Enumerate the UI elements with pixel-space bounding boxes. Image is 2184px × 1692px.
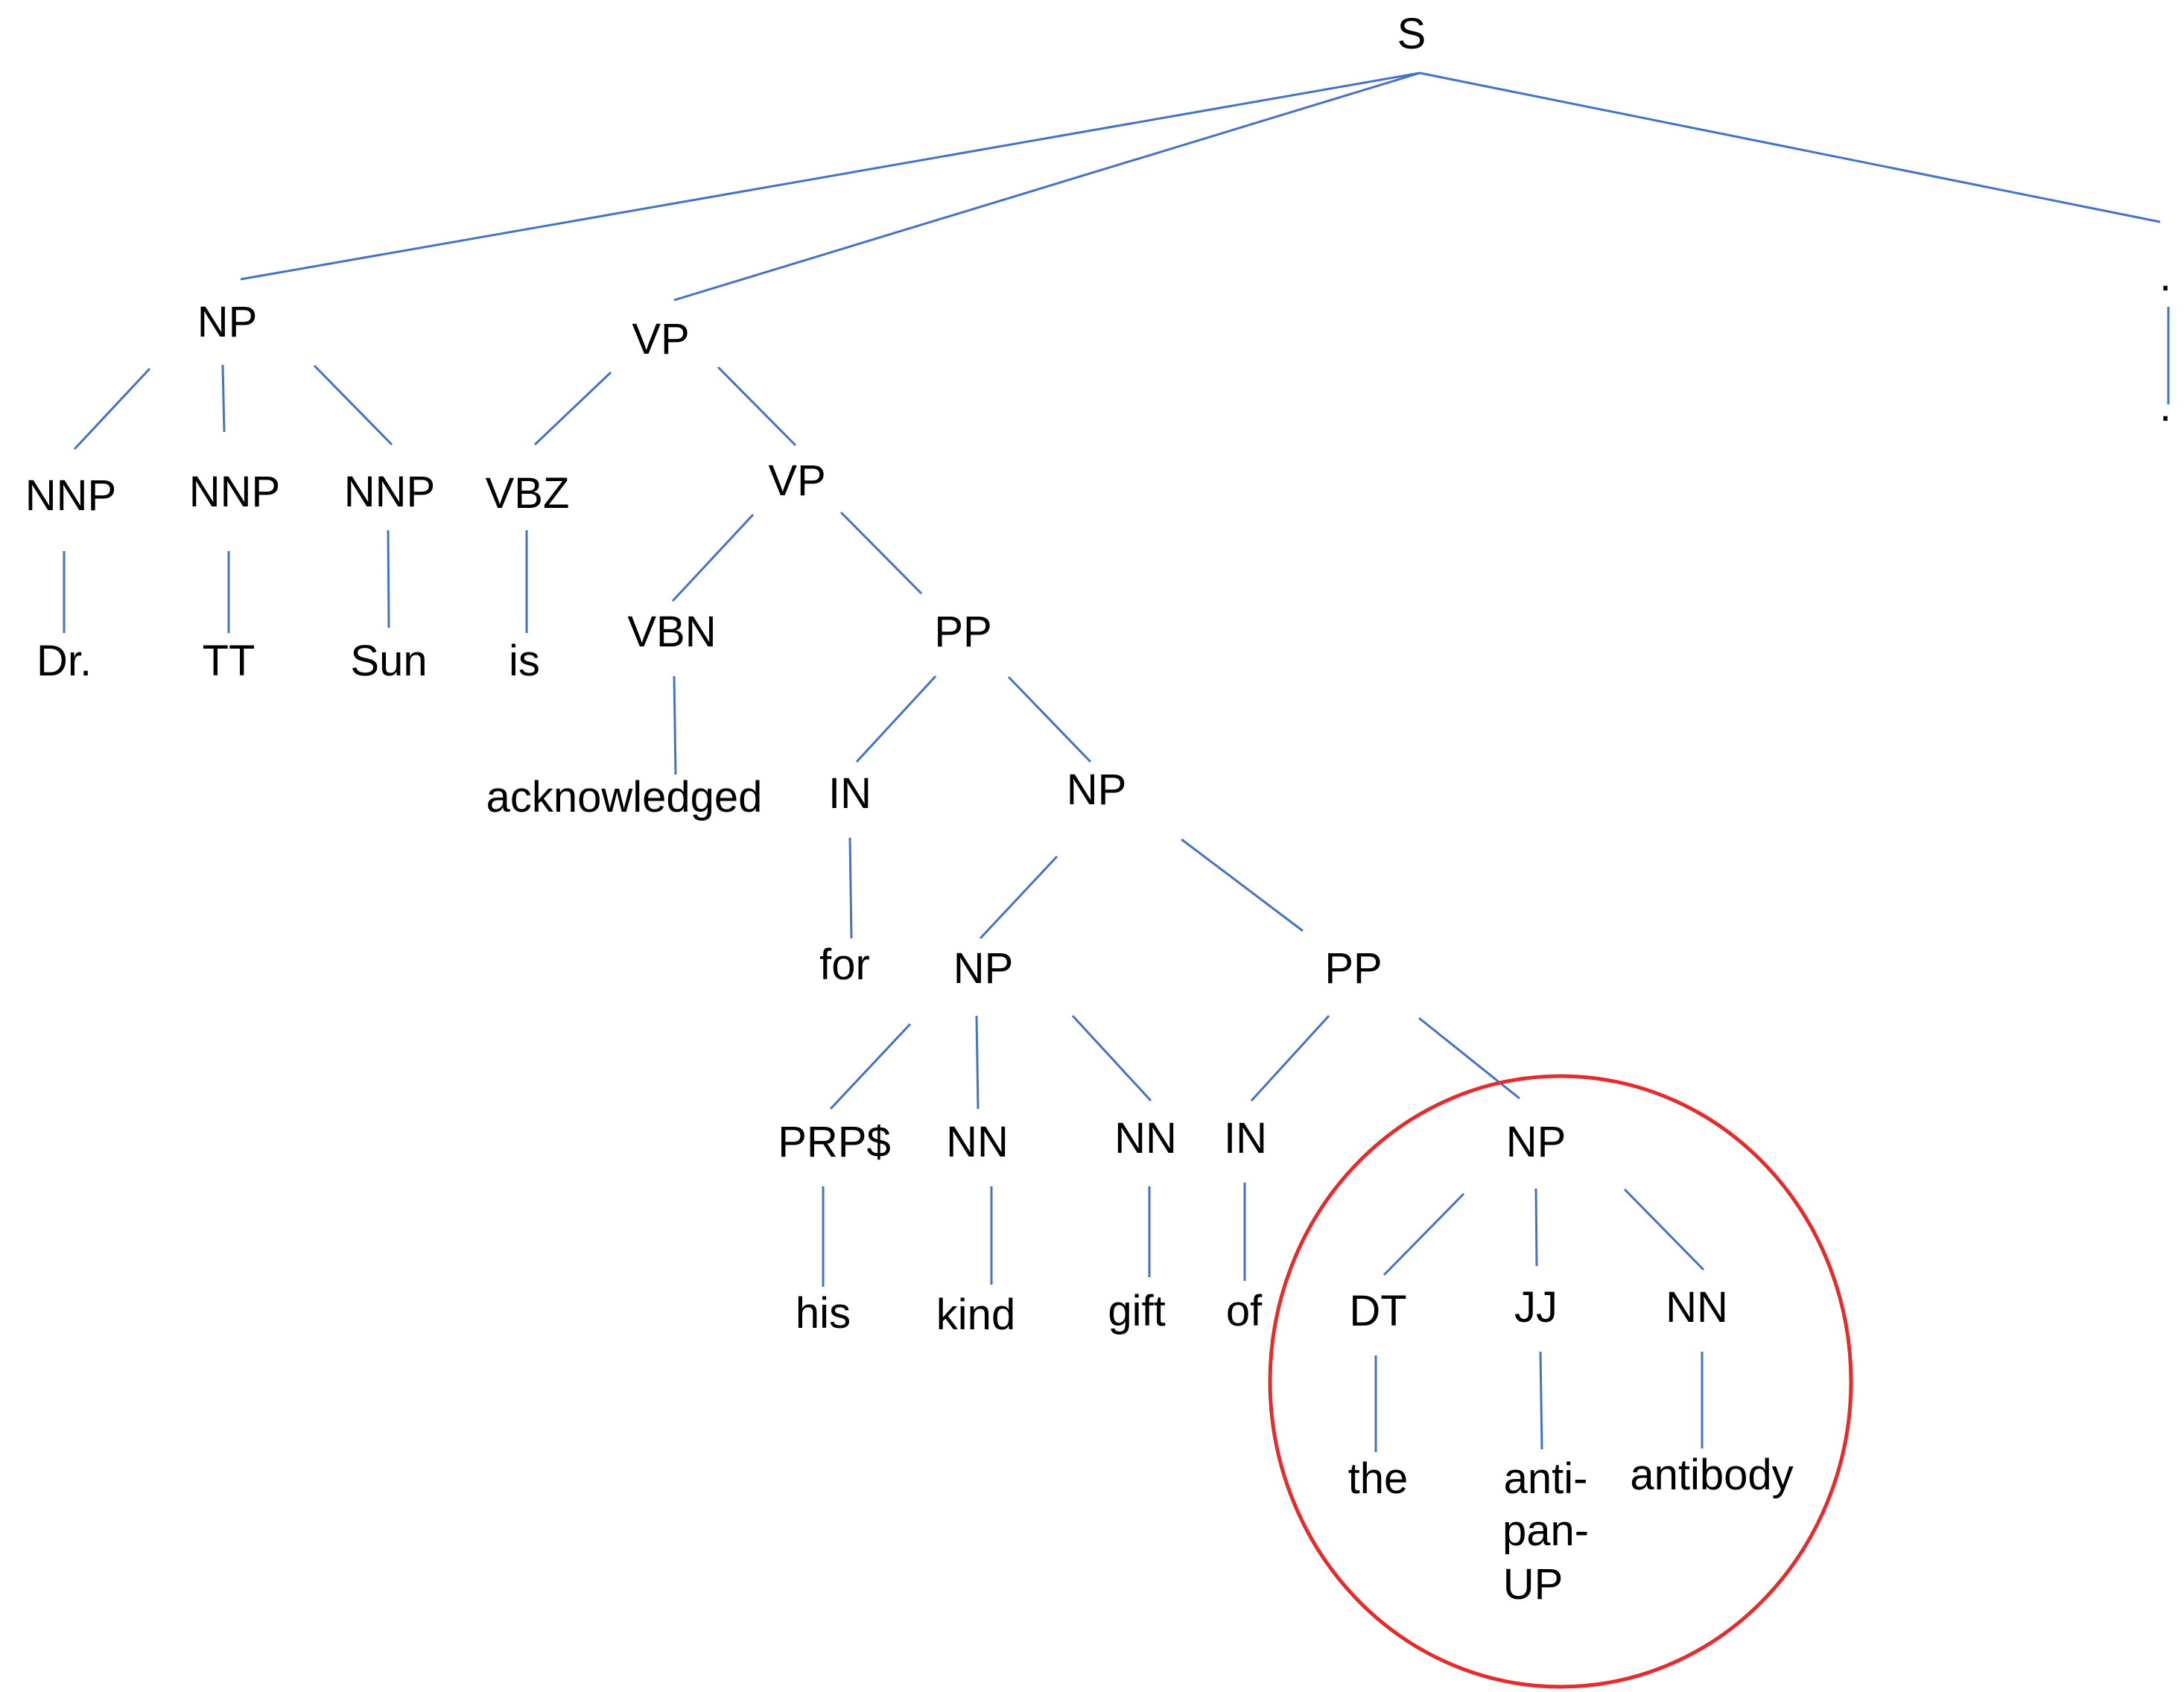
word-his: his <box>796 1289 851 1338</box>
edge-jj-anti <box>1539 1351 1543 1450</box>
edge-vpinner-pp <box>839 511 923 595</box>
edge-vpinner-vbn <box>671 513 755 602</box>
node-np-object: NP <box>1067 766 1127 814</box>
node-nn-antibody: NN <box>1666 1283 1728 1332</box>
tree-labels: S NP VP . NNP NNP NNP VBZ VP . Dr. TT Su… <box>25 10 2171 1609</box>
word-gift: gift <box>1108 1287 1165 1335</box>
word-dr: Dr. <box>36 637 92 685</box>
node-s: S <box>1397 10 1426 58</box>
node-pp-of: PP <box>1324 944 1382 993</box>
edge-npant-jj <box>1534 1188 1538 1267</box>
node-in-for: IN <box>828 769 872 818</box>
word-acknowledged: acknowledged <box>486 773 763 821</box>
edge-ppof-in <box>1250 1014 1330 1102</box>
node-vbz: VBZ <box>486 469 570 518</box>
node-prp: PRP$ <box>778 1118 891 1166</box>
edge-npobj-npgift <box>979 855 1058 940</box>
edge-npant-dt <box>1383 1192 1465 1276</box>
node-pp-for: PP <box>934 608 991 656</box>
tree-edges <box>63 71 2170 1452</box>
edge-npgift-nngift <box>1071 1014 1152 1102</box>
node-nnp-1: NNP <box>25 471 116 520</box>
edge-s-vp <box>673 71 1420 302</box>
edge-npobj-ppof <box>1181 838 1304 932</box>
node-np-antibody: NP <box>1506 1118 1566 1166</box>
node-vp-main: VP <box>632 315 689 363</box>
edge-npant-nn <box>1623 1188 1705 1271</box>
word-anti-pan-up-line-2: pan- <box>1502 1507 1589 1555</box>
edge-pp-np <box>1007 675 1092 763</box>
highlight-circle <box>1268 1074 1853 1689</box>
word-the: the <box>1348 1454 1409 1503</box>
node-nn-kind: NN <box>946 1118 1009 1166</box>
edge-s-period <box>1419 71 2161 223</box>
edge-npgift-nnkind <box>975 1015 980 1110</box>
node-nn-gift: NN <box>1114 1114 1177 1163</box>
node-vbn: VBN <box>627 608 716 656</box>
edge-ppof-np <box>1418 1017 1520 1100</box>
edge-vbn-acknowledged <box>673 675 677 775</box>
node-nnp-2: NNP <box>189 468 280 516</box>
edge-s-np <box>240 71 1420 281</box>
word-antibody: antibody <box>1630 1451 1793 1499</box>
edge-nnp3-sun <box>387 529 390 629</box>
edge-vp-vbz <box>533 371 612 446</box>
word-for: for <box>819 941 870 989</box>
edge-np-nnp3 <box>313 364 393 446</box>
node-np-subject: NP <box>197 298 258 346</box>
word-tt: TT <box>203 637 255 685</box>
edge-np-nnp1 <box>73 367 151 451</box>
word-kind: kind <box>936 1291 1015 1339</box>
edge-pp-in <box>855 675 937 763</box>
node-period-tag: . <box>2159 252 2171 300</box>
node-vp-inner: VP <box>768 457 825 505</box>
node-in-of: IN <box>1224 1114 1267 1163</box>
node-period-word: . <box>2159 382 2171 430</box>
edge-in-for <box>848 837 853 939</box>
node-nnp-3: NNP <box>344 468 435 516</box>
edge-npgift-prp <box>829 1022 912 1110</box>
node-dt: DT <box>1349 1287 1406 1335</box>
word-sun: Sun <box>350 637 427 685</box>
word-of: of <box>1226 1287 1263 1335</box>
node-np-gift: NP <box>953 944 1014 993</box>
edge-vp-vpinner <box>717 366 797 447</box>
word-anti-pan-up-line-3: UP <box>1503 1560 1564 1609</box>
node-jj: JJ <box>1514 1283 1558 1332</box>
word-is: is <box>509 637 540 685</box>
edge-np-nnp2 <box>221 364 226 433</box>
word-anti-pan-up-line-1: anti- <box>1504 1454 1588 1503</box>
